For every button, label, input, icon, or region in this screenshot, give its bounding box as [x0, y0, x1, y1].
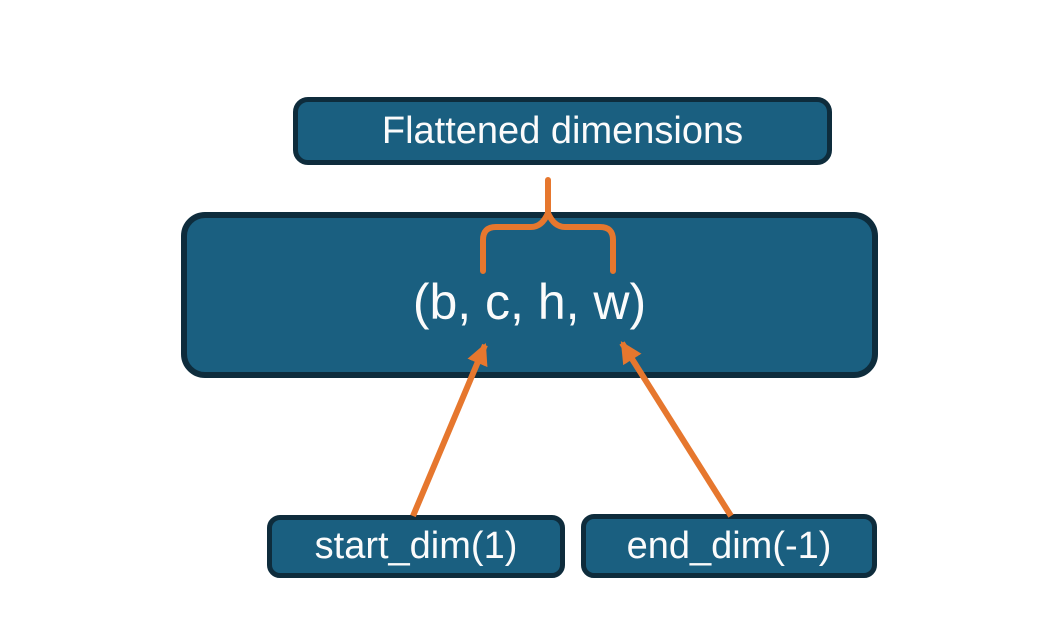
flattened-dimensions-label: Flattened dimensions — [381, 109, 744, 152]
tensor-shape-box: (b, c, h, w) — [181, 212, 878, 378]
start-dim-box: start_dim(1) — [267, 515, 565, 578]
start-dim-label: start_dim(1) — [314, 525, 518, 567]
end-dim-box: end_dim(-1) — [581, 514, 877, 578]
end-dim-label: end_dim(-1) — [626, 524, 832, 567]
tensor-shape-label: (b, c, h, w) — [412, 274, 647, 330]
flattened-dimensions-box: Flattened dimensions — [293, 97, 832, 165]
